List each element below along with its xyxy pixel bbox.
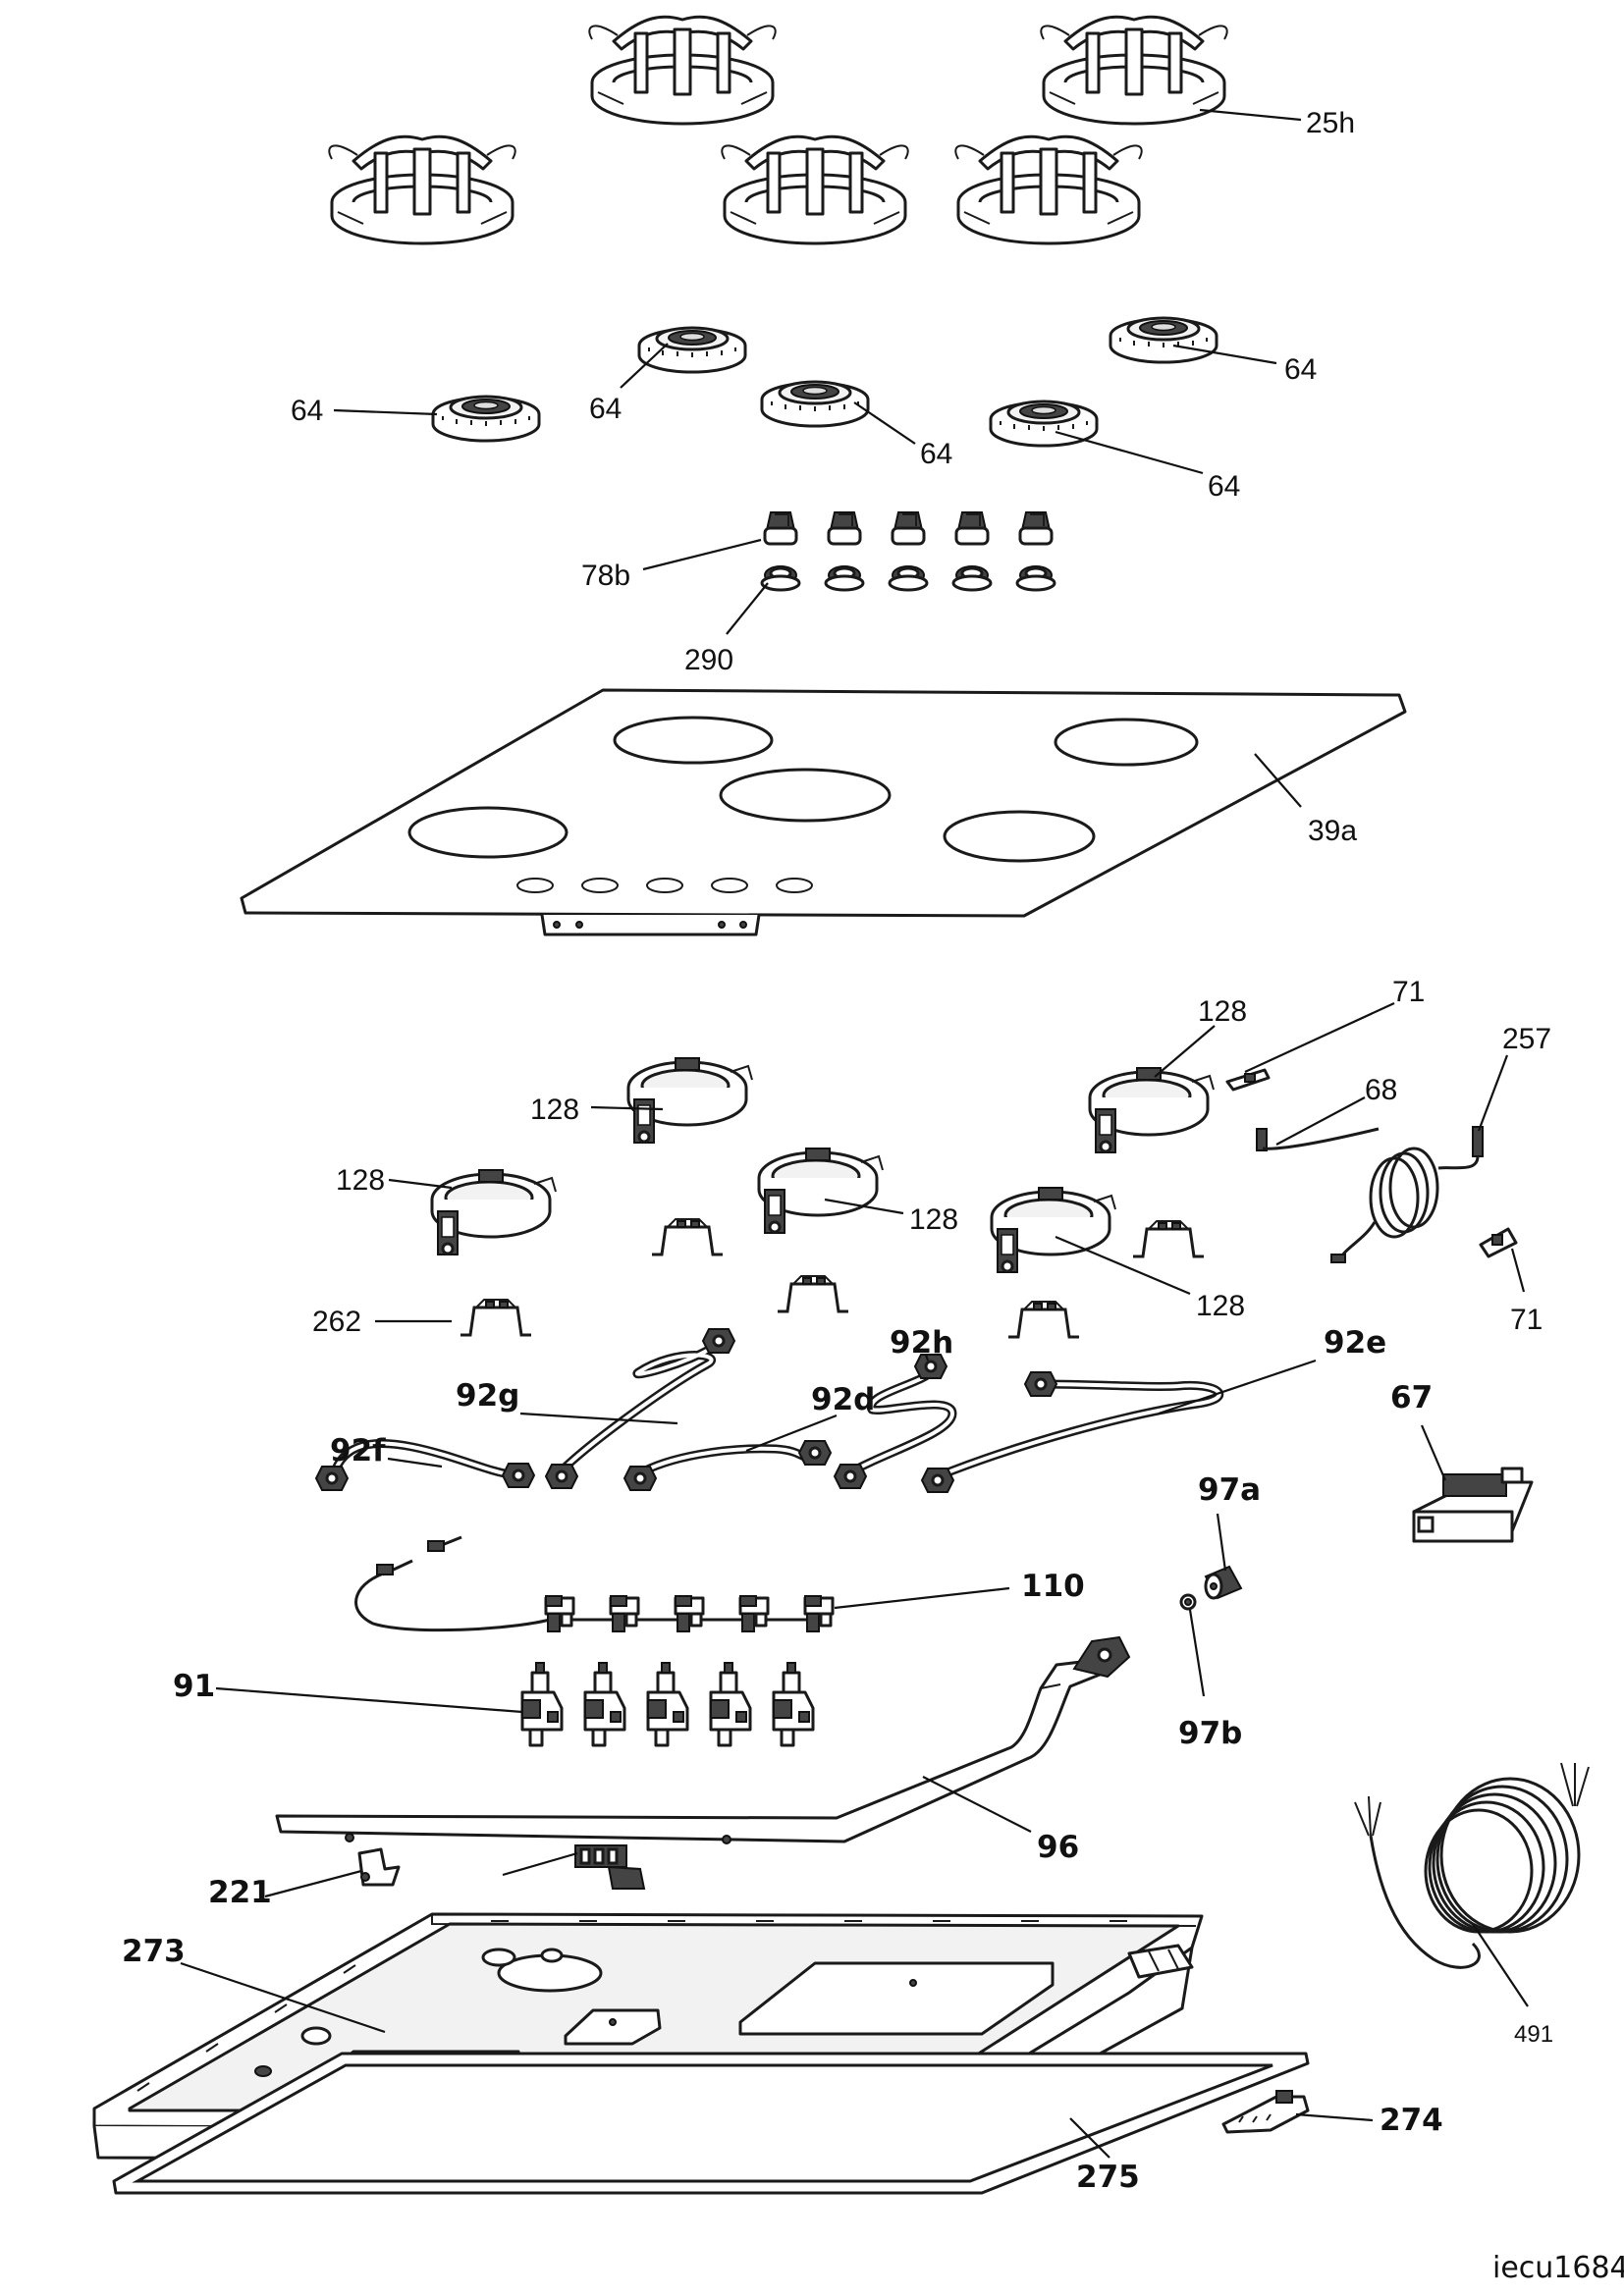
gas-pipe-group: [314, 1327, 1224, 1494]
burner-cap-group: [431, 316, 1218, 448]
label-igniter-wire: 257: [1502, 1023, 1551, 1055]
label-burner-cap-1: 64: [291, 395, 323, 427]
knob-bezel-group: [760, 564, 1056, 592]
label-pipe-92h: 92h: [890, 1325, 953, 1361]
label-nozzle: 97a: [1198, 1472, 1261, 1508]
label-fixing-clamp: 274: [1380, 2103, 1443, 2138]
burner-body-group: [430, 1056, 1216, 1274]
label-pipe-92d: 92d: [811, 1382, 875, 1417]
label-burner-body-5: 128: [1196, 1290, 1245, 1322]
label-washer: 97b: [1178, 1716, 1242, 1751]
label-burner-body-1: 128: [530, 1094, 579, 1126]
pan-support-group: [327, 15, 1229, 245]
label-burner-cap-3: 64: [1284, 353, 1317, 386]
label-gas-ramp: 96: [1037, 1830, 1079, 1865]
label-thermocouple: 68: [1365, 1074, 1397, 1106]
knob-group: [763, 510, 1054, 546]
fixing-clamp: [1221, 2090, 1310, 2134]
label-clip-bottom: 71: [1510, 1304, 1543, 1336]
label-pipe-92e: 92e: [1324, 1325, 1386, 1361]
label-burner-bracket: 262: [312, 1306, 361, 1338]
label-pipe-92f: 92f: [330, 1433, 386, 1468]
label-burner-cap-5: 64: [1208, 470, 1240, 503]
label-clip-top: 71: [1392, 976, 1425, 1008]
label-knob: 78b: [581, 560, 630, 592]
label-knob-bezel: 290: [684, 644, 733, 676]
clip-top: [1225, 1068, 1271, 1092]
label-burner-cap-2: 64: [589, 393, 622, 425]
thermocouple: [1256, 1127, 1380, 1151]
seal: [112, 2052, 1310, 2195]
washer: [1179, 1593, 1197, 1611]
nozzle: [1204, 1565, 1243, 1600]
bracket-221: [357, 1847, 401, 1887]
terminal-block: [574, 1844, 646, 1890]
label-ignition-module: 67: [1390, 1380, 1433, 1415]
label-pipe-92g: 92g: [456, 1378, 519, 1414]
label-cable-harness: 491: [1514, 2021, 1553, 2048]
label-gas-tap: 91: [173, 1669, 215, 1704]
gas-tap-group: [520, 1661, 815, 1747]
label-burner-body-4: 128: [909, 1203, 958, 1236]
microswitch-harness: [354, 1535, 835, 1633]
drawing-code: iecu1684: [1492, 2251, 1624, 2285]
label-burner-body-2: 128: [1198, 995, 1247, 1028]
clip-bottom: [1479, 1227, 1518, 1258]
label-microswitch-harness: 110: [1021, 1569, 1085, 1604]
label-burner-cap-4: 64: [920, 438, 952, 470]
gas-ramp: [275, 1635, 1131, 1844]
ignition-module: [1412, 1467, 1534, 1543]
label-bracket-221: 221: [208, 1875, 272, 1910]
label-burner-body-3: 128: [336, 1164, 385, 1197]
label-glass-top: 39a: [1308, 815, 1357, 847]
igniter-wire: [1330, 1126, 1484, 1263]
glass-top: [240, 688, 1407, 936]
label-seal: 275: [1076, 2160, 1140, 2195]
label-base-tray: 273: [122, 1934, 186, 1969]
label-pan-support: 25h: [1306, 107, 1355, 139]
cable-harness: [1354, 1762, 1590, 1969]
